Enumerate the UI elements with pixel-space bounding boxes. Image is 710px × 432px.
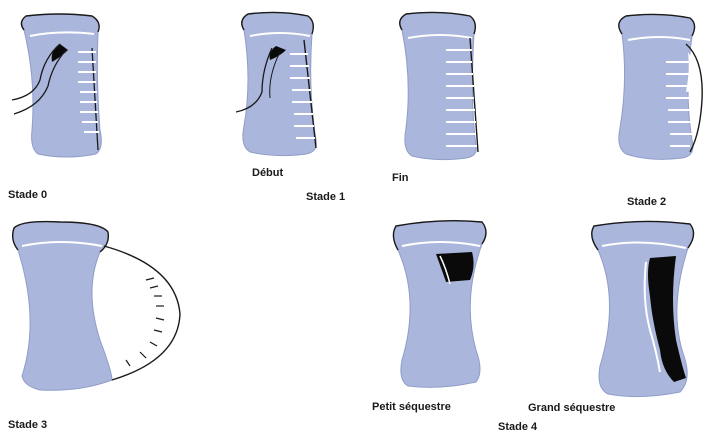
label-stade-2: Stade 2 — [627, 196, 666, 208]
label-fin: Fin — [392, 172, 409, 184]
bone-stade-0 — [12, 14, 101, 157]
label-stade-0: Stade 0 — [8, 189, 47, 201]
label-stade-3: Stade 3 — [8, 419, 47, 431]
bone-stade-1-debut — [236, 12, 316, 155]
label-debut: Début — [252, 167, 284, 179]
bone-stade-1-fin — [400, 12, 478, 159]
label-petit-sequestre: Petit séquestre — [372, 401, 451, 413]
bone-stade-2 — [619, 14, 702, 159]
label-stade-4: Stade 4 — [498, 421, 538, 432]
bone-stade-3 — [13, 222, 180, 391]
bone-stade-4-petit-sequestre — [393, 221, 486, 388]
label-grand-sequestre: Grand séquestre — [528, 402, 615, 414]
bone-stade-4-grand-sequestre — [592, 221, 694, 396]
label-stade-1: Stade 1 — [306, 191, 345, 203]
